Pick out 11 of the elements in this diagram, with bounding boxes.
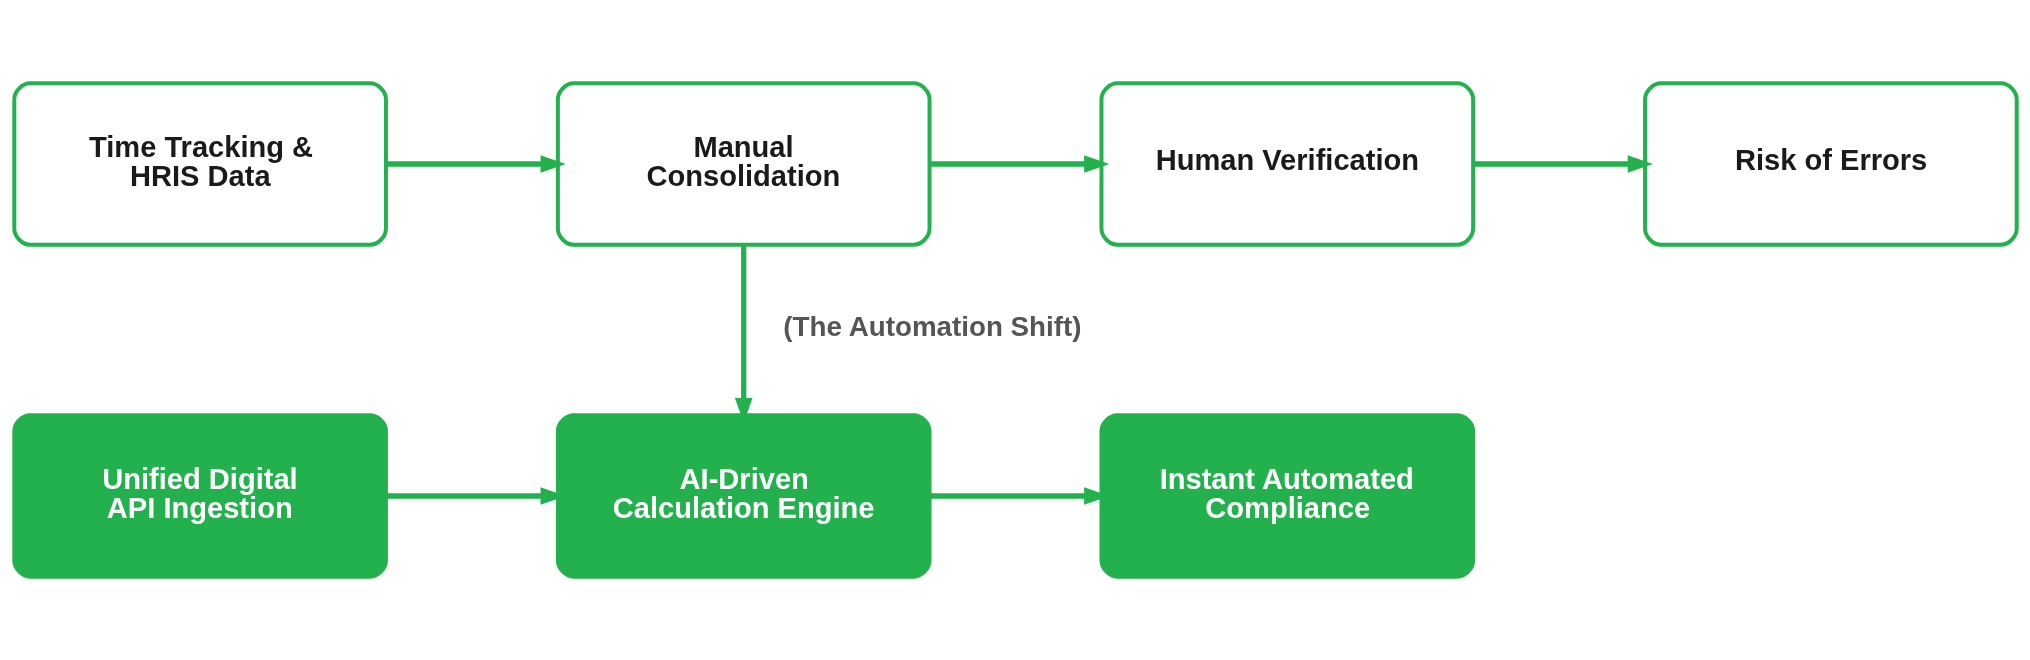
node-box: Time Tracking & HRIS Data [11, 81, 388, 247]
arrow [929, 155, 1109, 173]
node-box: Risk of Errors [1642, 81, 2019, 247]
node-box: AI-Driven Calculation Engine [555, 413, 931, 579]
arrow [385, 155, 566, 173]
node-box: Human Verification [1099, 81, 1475, 247]
arrow [1473, 155, 1653, 173]
node-box: Instant Automated Compliance [1099, 413, 1475, 579]
node-box: Unified Digital API Ingestion [11, 413, 388, 579]
edge-label: (The Automation Shift) [782, 311, 1082, 343]
node-box: Manual Consolidation [555, 81, 931, 247]
